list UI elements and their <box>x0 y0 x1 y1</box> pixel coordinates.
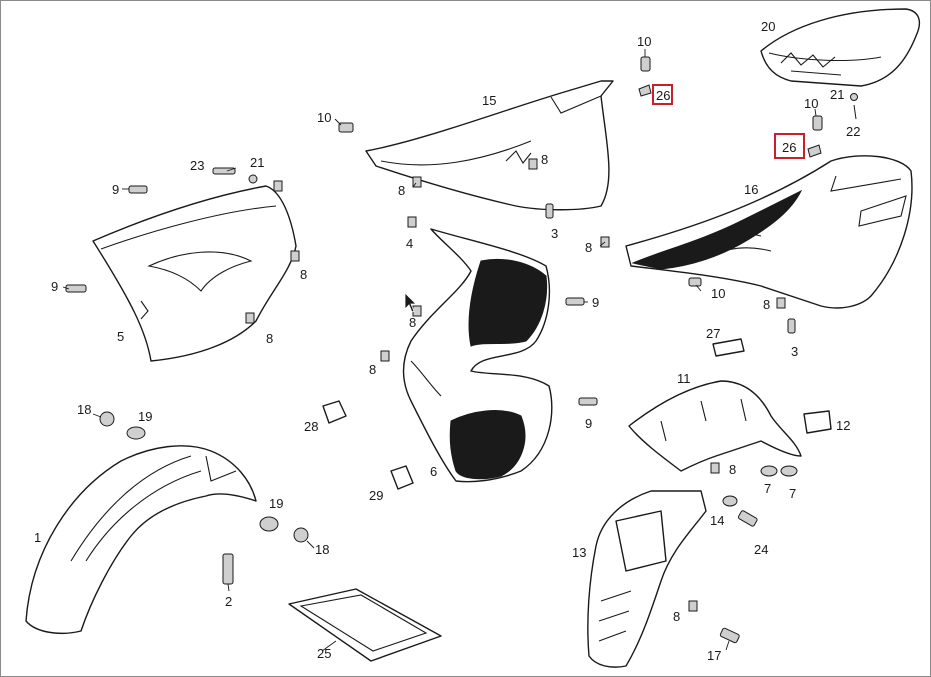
part-16-right-side-panel <box>625 155 913 309</box>
callout-23: 23 <box>190 158 204 173</box>
callout-24: 24 <box>754 542 768 557</box>
callout-18: 18 <box>315 542 329 557</box>
callout-9: 9 <box>592 295 599 310</box>
callout-29: 29 <box>369 488 383 503</box>
callout-19: 19 <box>138 409 152 424</box>
leader-lines <box>62 49 817 652</box>
callout-8: 8 <box>398 183 405 198</box>
hardware-fasteners <box>65 56 858 644</box>
callout-4: 4 <box>406 236 413 251</box>
callout-10: 10 <box>317 110 331 125</box>
callout-28: 28 <box>304 419 318 434</box>
callout-8: 8 <box>300 267 307 282</box>
callout-7: 7 <box>789 486 796 501</box>
callout-9: 9 <box>112 182 119 197</box>
callout-22: 22 <box>846 124 860 139</box>
part-20-tail-cowl <box>760 8 921 87</box>
callout-18: 18 <box>77 402 91 417</box>
callout-10: 10 <box>637 34 651 49</box>
callout-9: 9 <box>51 279 58 294</box>
callout-11: 11 <box>677 371 691 386</box>
part-6-front-cover <box>402 228 553 483</box>
callout-26-highlight-box <box>652 84 673 105</box>
part-5-radiator-shroud <box>92 185 297 362</box>
callout-6: 6 <box>430 464 437 479</box>
callout-10: 10 <box>711 286 725 301</box>
callout-7: 7 <box>764 481 771 496</box>
callout-8: 8 <box>541 152 548 167</box>
callout-13: 13 <box>572 545 586 560</box>
callout-26: 26 <box>656 88 670 103</box>
callout-26: 26 <box>782 140 796 155</box>
callout-26-highlight-box <box>774 133 805 159</box>
callout-8: 8 <box>585 240 592 255</box>
callout-8: 8 <box>409 315 416 330</box>
callout-2: 2 <box>225 594 232 609</box>
callout-16: 16 <box>744 182 758 197</box>
callout-17: 17 <box>707 648 721 663</box>
callout-1: 1 <box>34 530 41 545</box>
callout-21: 21 <box>250 155 264 170</box>
callout-20: 20 <box>761 19 775 34</box>
callout-19: 19 <box>269 496 283 511</box>
callout-10: 10 <box>804 96 818 111</box>
part-25-decal-sheet <box>288 588 442 662</box>
callout-8: 8 <box>763 297 770 312</box>
callout-25: 25 <box>317 646 331 661</box>
callout-8: 8 <box>266 331 273 346</box>
callout-12: 12 <box>836 418 850 433</box>
part-13-mud-flap <box>587 490 707 668</box>
callout-3: 3 <box>551 226 558 241</box>
part-1-front-fender <box>25 445 257 634</box>
callout-8: 8 <box>729 462 736 477</box>
part-15-side-panel <box>365 80 614 211</box>
callout-8: 8 <box>369 362 376 377</box>
callout-3: 3 <box>791 344 798 359</box>
callout-21: 21 <box>830 87 844 102</box>
callout-14: 14 <box>710 513 724 528</box>
callout-9: 9 <box>585 416 592 431</box>
callout-labels: 10 26 20 21 10 22 26 15 10 8 8 3 16 8 23… <box>34 19 860 663</box>
callout-27: 27 <box>706 326 720 341</box>
callout-5: 5 <box>117 329 124 344</box>
mouse-cursor-icon <box>404 292 417 313</box>
part-11-rear-mudguard <box>628 380 802 472</box>
callout-15: 15 <box>482 93 496 108</box>
callout-8: 8 <box>673 609 680 624</box>
